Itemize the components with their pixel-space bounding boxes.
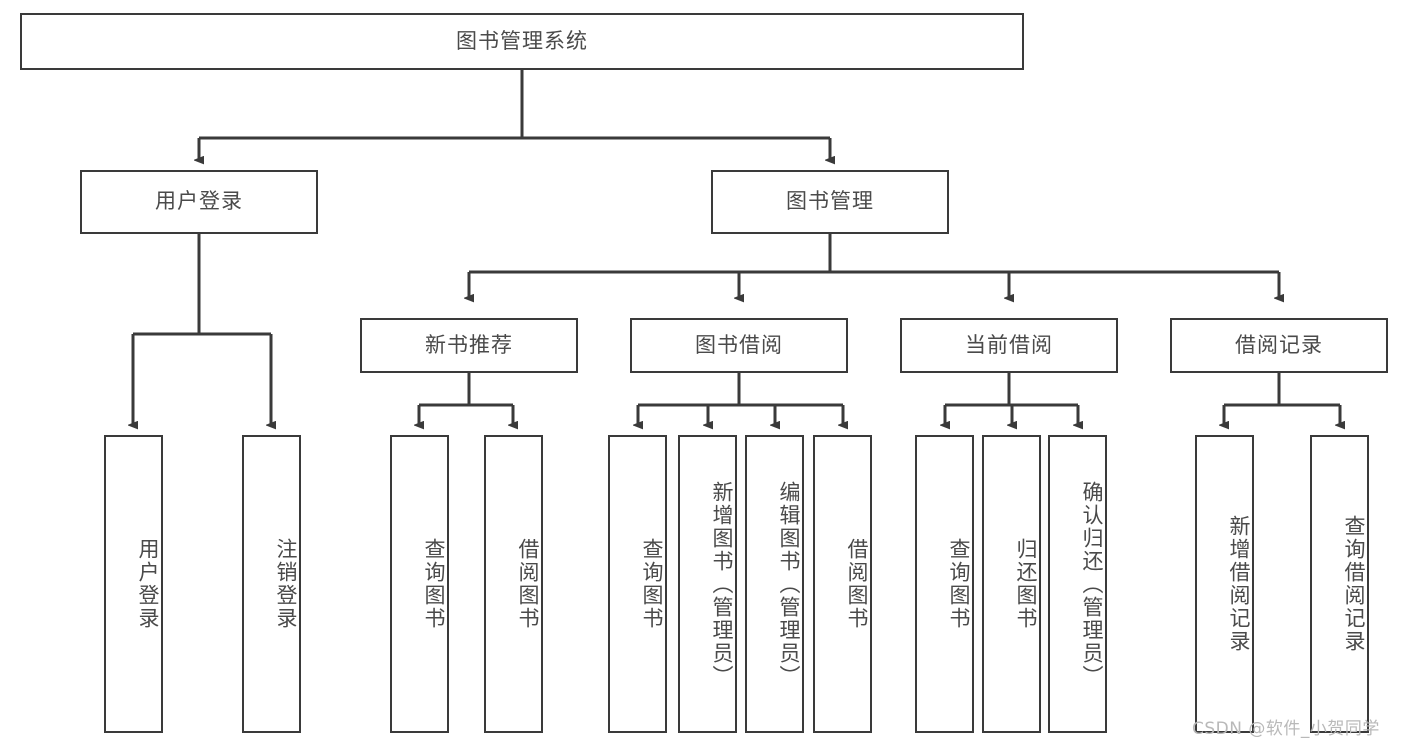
- node-leaf-query-borrow-record[interactable]: 查询借阅记录: [1310, 435, 1369, 733]
- node-label: 查询图书: [640, 538, 664, 630]
- node-leaf-add-borrow-record[interactable]: 新增借阅记录: [1195, 435, 1254, 733]
- node-leaf-user-login[interactable]: 用户登录: [104, 435, 163, 733]
- node-user-login[interactable]: 用户登录: [80, 170, 318, 234]
- node-leaf-return-book[interactable]: 归还图书: [982, 435, 1041, 733]
- node-label: 查询图书: [422, 538, 446, 630]
- node-label: 借阅图书: [516, 538, 540, 630]
- node-label: 新书推荐: [425, 332, 513, 357]
- node-leaf-confirm-return-admin[interactable]: 确认归还（管理员）: [1048, 435, 1107, 733]
- csdn-watermark: CSDN @软件_小贺同学: [1192, 719, 1380, 739]
- node-leaf-query-book-current[interactable]: 查询图书: [915, 435, 974, 733]
- tree-connectors: [133, 70, 1340, 425]
- node-leaf-logout-login[interactable]: 注销登录: [242, 435, 301, 733]
- node-label: 图书管理系统: [456, 28, 588, 53]
- node-label: 查询借阅记录: [1342, 515, 1366, 653]
- node-root-book-management-system[interactable]: 图书管理系统: [20, 13, 1024, 70]
- node-label: 用户登录: [155, 189, 243, 214]
- node-leaf-query-book-borrow[interactable]: 查询图书: [608, 435, 667, 733]
- node-borrow-record[interactable]: 借阅记录: [1170, 318, 1388, 373]
- node-leaf-borrow-book[interactable]: 借阅图书: [813, 435, 872, 733]
- node-current-borrow[interactable]: 当前借阅: [900, 318, 1118, 373]
- node-label: 图书管理: [786, 189, 874, 214]
- node-label: 用户登录: [136, 538, 160, 630]
- node-label: 新增图书（管理员）: [710, 480, 734, 688]
- node-label: 新增借阅记录: [1227, 515, 1251, 653]
- node-book-management[interactable]: 图书管理: [711, 170, 949, 234]
- node-book-borrow[interactable]: 图书借阅: [630, 318, 848, 373]
- node-label: 查询图书: [947, 538, 971, 630]
- node-label: 编辑图书（管理员）: [777, 480, 801, 688]
- node-leaf-borrow-book-recommend[interactable]: 借阅图书: [484, 435, 543, 733]
- node-leaf-query-book-recommend[interactable]: 查询图书: [390, 435, 449, 733]
- node-label: 确认归还（管理员）: [1080, 480, 1104, 688]
- node-label: 当前借阅: [965, 332, 1053, 357]
- node-label: 注销登录: [274, 538, 298, 630]
- node-leaf-edit-book-admin[interactable]: 编辑图书（管理员）: [745, 435, 804, 733]
- node-label: 借阅图书: [845, 538, 869, 630]
- node-label: 借阅记录: [1235, 332, 1323, 357]
- node-label: 归还图书: [1014, 538, 1038, 630]
- node-leaf-add-book-admin[interactable]: 新增图书（管理员）: [678, 435, 737, 733]
- node-label: 图书借阅: [695, 332, 783, 357]
- node-new-book-recommend[interactable]: 新书推荐: [360, 318, 578, 373]
